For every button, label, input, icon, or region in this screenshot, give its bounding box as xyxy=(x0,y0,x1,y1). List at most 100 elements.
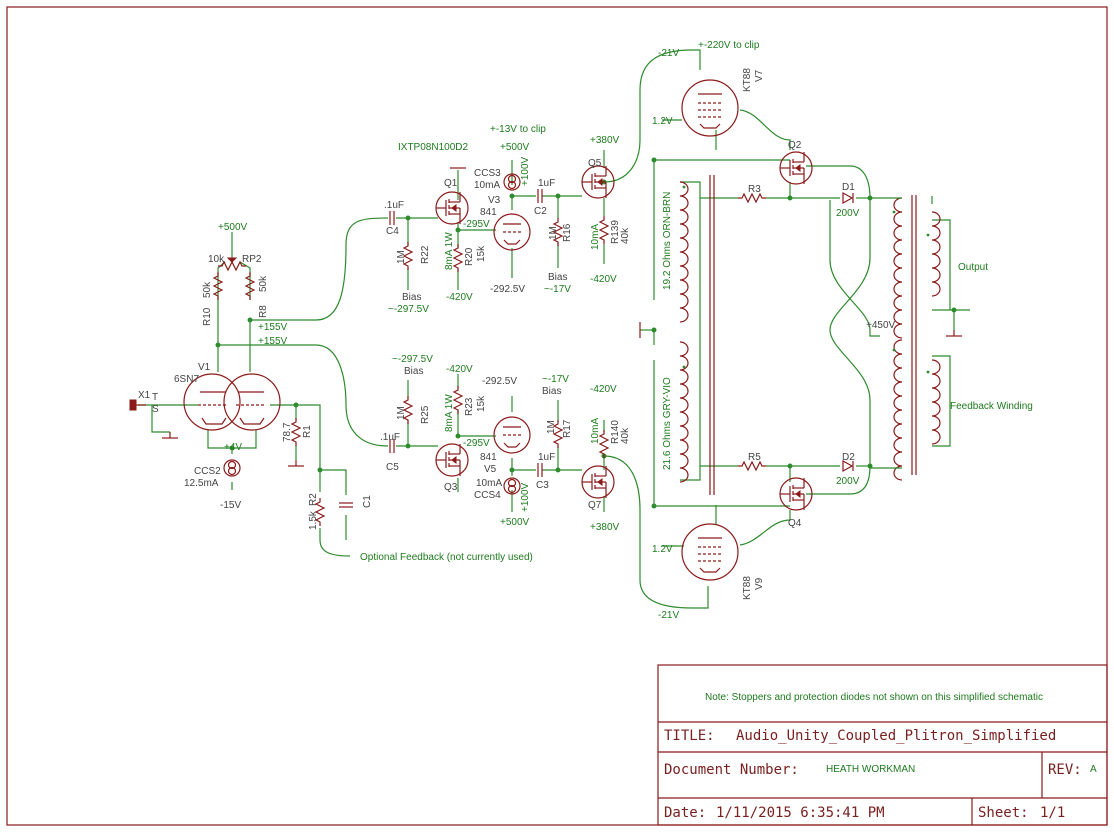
label-r8: R8 xyxy=(258,305,269,318)
label-r17v: 1M xyxy=(546,420,557,434)
label-d2v: 200V xyxy=(836,476,860,487)
title-block-note: Note: Stoppers and protection diodes not… xyxy=(705,692,1043,703)
label-v12b: 1.2V xyxy=(652,544,673,555)
label-v9: V9 xyxy=(754,577,765,590)
label-v5: V5 xyxy=(484,464,497,475)
resistor-r139 xyxy=(599,215,609,245)
label-bias4v: ~-17V xyxy=(542,374,569,385)
label-clip220: +-220V to clip xyxy=(698,40,760,51)
tube-v9 xyxy=(681,523,739,581)
output-ground xyxy=(945,329,963,337)
label-ccs4: CCS4 xyxy=(474,490,501,501)
label-c3v: 1uF xyxy=(538,452,555,463)
label-q4: Q4 xyxy=(788,518,802,529)
label-r23v: 15k xyxy=(476,395,487,412)
label-rp2: RP2 xyxy=(242,254,262,265)
label-r5: R5 xyxy=(748,452,761,463)
date-value: 1/11/2015 6:35:41 PM xyxy=(716,805,885,821)
label-r16v: 1M xyxy=(548,226,559,240)
title-block: Note: Stoppers and protection diodes not… xyxy=(657,664,1108,826)
labels: IXTP08N100D2 +-13V to clip +-220V to cli… xyxy=(138,40,1033,621)
label-optional-feedback: Optional Feedback (not currently used) xyxy=(360,552,533,563)
label-output: Output xyxy=(958,262,988,273)
label-x1s: S xyxy=(152,404,159,415)
label-c3: C3 xyxy=(536,480,549,491)
label-c5: C5 xyxy=(386,462,399,473)
label-v500c: +500V xyxy=(500,517,530,528)
label-ixtp: IXTP08N100D2 xyxy=(398,142,468,153)
label-r2: R2 xyxy=(308,493,319,506)
label-ccs2i: 12.5mA xyxy=(184,478,219,489)
label-v100b: +100V xyxy=(520,482,531,512)
label-v380b: +380V xyxy=(590,522,620,533)
label-d1: D1 xyxy=(842,182,855,193)
label-v500a: +500V xyxy=(500,142,530,153)
label-r140i: 10mA xyxy=(590,418,601,444)
label-v295a: -295V xyxy=(463,219,490,230)
label-v5t: 841 xyxy=(480,452,497,463)
label-x1: X1 xyxy=(138,390,151,401)
rev-value: A xyxy=(1090,764,1097,775)
input-jack-x1 xyxy=(129,399,179,439)
resistor-r1 xyxy=(291,417,301,447)
label-v7: V7 xyxy=(754,69,765,82)
label-r10v: 50k xyxy=(202,281,213,298)
label-r10: R10 xyxy=(202,307,213,326)
label-r25: R25 xyxy=(420,405,431,424)
label-r20: R20 xyxy=(464,247,475,266)
capacitor-c4 xyxy=(389,210,395,226)
label-bias3v: ~-297.5V xyxy=(392,354,433,365)
capacitor-c1 xyxy=(338,502,354,508)
resistor-r140 xyxy=(599,429,609,459)
tube-v7 xyxy=(681,79,739,137)
label-v9t: KT88 xyxy=(742,576,753,600)
label-v420c: -420V xyxy=(446,364,473,375)
resistor-r5 xyxy=(737,461,767,471)
diode-d1 xyxy=(842,192,854,204)
mosfet-q2 xyxy=(779,151,813,185)
label-c2: C2 xyxy=(534,206,547,217)
label-q3: Q3 xyxy=(444,482,458,493)
label-ccs2: CCS2 xyxy=(194,466,221,477)
label-c5v: .1uF xyxy=(380,432,400,443)
label-ccs3: CCS3 xyxy=(474,168,501,179)
label-d1v: 200V xyxy=(836,208,860,219)
rev-label: REV: xyxy=(1048,762,1082,778)
label-v7t: KT88 xyxy=(742,68,753,92)
label-bias4: Bias xyxy=(542,386,561,397)
capacitor-c3 xyxy=(537,462,543,478)
label-q1: Q1 xyxy=(444,178,458,189)
label-v420b: -420V xyxy=(590,274,617,285)
label-q2: Q2 xyxy=(788,140,802,151)
label-r22: R22 xyxy=(420,245,431,264)
label-v21a: -21V xyxy=(658,48,679,59)
label-r23: R23 xyxy=(464,397,475,416)
label-rp2v: 10k xyxy=(208,254,225,265)
label-r139v: 40k xyxy=(620,227,631,244)
label-r20v: 15k xyxy=(476,245,487,262)
output-transformer xyxy=(679,175,941,495)
label-v15: -15V xyxy=(220,500,241,511)
label-v420d: -420V xyxy=(590,384,617,395)
label-v500b: +500V xyxy=(218,222,248,233)
label-r8v: 50k xyxy=(258,275,269,292)
pot-rp2 xyxy=(217,257,247,271)
wires xyxy=(138,49,970,609)
resistor-r20 xyxy=(453,243,463,273)
label-v1t: 6SN7 xyxy=(174,374,199,385)
label-r20p: 8mA 1W xyxy=(444,232,455,270)
tube-v3 xyxy=(493,213,531,251)
label-bias3: Bias xyxy=(404,366,423,377)
label-r25v: 1M xyxy=(396,406,407,420)
label-ohm2: 21.6 Ohms GRY-VIO xyxy=(662,377,673,470)
sheet-value: 1/1 xyxy=(1040,805,1065,821)
resistor-r3 xyxy=(737,193,767,203)
label-v2925b: -292.5V xyxy=(482,376,517,387)
label-r139: R139 xyxy=(610,220,621,244)
label-c1: C1 xyxy=(362,495,373,508)
label-x1t: T xyxy=(152,392,158,403)
label-v155b: +155V xyxy=(258,336,288,347)
tube-v1 xyxy=(183,373,281,431)
label-feedback-winding: Feedback Winding xyxy=(950,401,1033,412)
